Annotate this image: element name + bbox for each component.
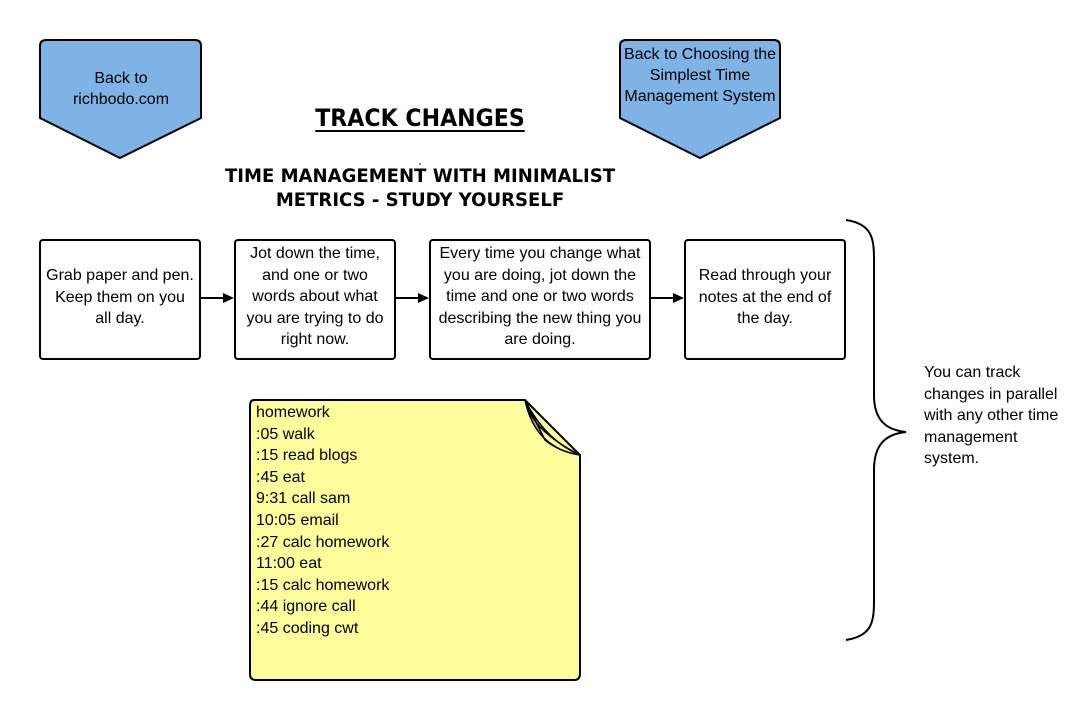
step-box-4: Read through your notes at the end of th…: [684, 239, 846, 360]
step-2-label: Jot down the time, and one or two words …: [246, 245, 384, 348]
back-to-choosing-link[interactable]: Back to Choosing the Simplest Time Manag…: [623, 46, 777, 105]
log-line: :44 ignore call: [256, 598, 356, 616]
sticky-note-fold: [524, 399, 581, 456]
home-link[interactable]: Back to richbodo.com: [72, 70, 170, 108]
log-line: 9:31 call sam: [256, 490, 351, 508]
log-line: :45 coding cwt: [256, 619, 359, 637]
log-line: :45 eat: [256, 468, 305, 486]
log-line: :05 walk: [256, 425, 315, 443]
log-line: 10:05 email: [256, 511, 339, 529]
arrow-head-2-3: [418, 293, 429, 303]
step-arrows: [201, 293, 684, 303]
log-line: :27 calc homework: [256, 533, 390, 551]
step-4-label: Read through your notes at the end of th…: [698, 267, 832, 327]
stray-dot: [419, 163, 421, 165]
sticky-note-log: homework :05 walk :15 read blogs :45 eat…: [256, 402, 389, 640]
step-3-label: Every time you change what you are doing…: [438, 245, 642, 348]
arrow-head-1-2: [223, 293, 234, 303]
log-line: 11:00 eat: [256, 555, 322, 573]
sticky-note-shape: [249, 399, 581, 681]
step-box-2: Jot down the time, and one or two words …: [234, 239, 396, 360]
arrow-head-3-4: [673, 293, 684, 303]
log-line: :15 calc homework: [256, 576, 390, 594]
home-nav-shape[interactable]: [39, 39, 202, 160]
log-line: :15 read blogs: [256, 447, 358, 465]
page-title: TRACK CHANGES: [315, 104, 525, 132]
step-1-label: Grab paper and pen. Keep them on you all…: [46, 267, 194, 327]
step-box-3: Every time you change what you are doing…: [429, 239, 651, 360]
page-subtitle: TIME MANAGEMENT WITH MINIMALIST METRICS …: [224, 165, 616, 211]
side-note: You can track changes in parallel with a…: [924, 364, 1059, 468]
step-box-1: Grab paper and pen. Keep them on you all…: [39, 239, 201, 360]
right-brace: [845, 219, 907, 641]
log-line: homework: [256, 404, 330, 421]
back-nav-shape[interactable]: [619, 39, 781, 160]
